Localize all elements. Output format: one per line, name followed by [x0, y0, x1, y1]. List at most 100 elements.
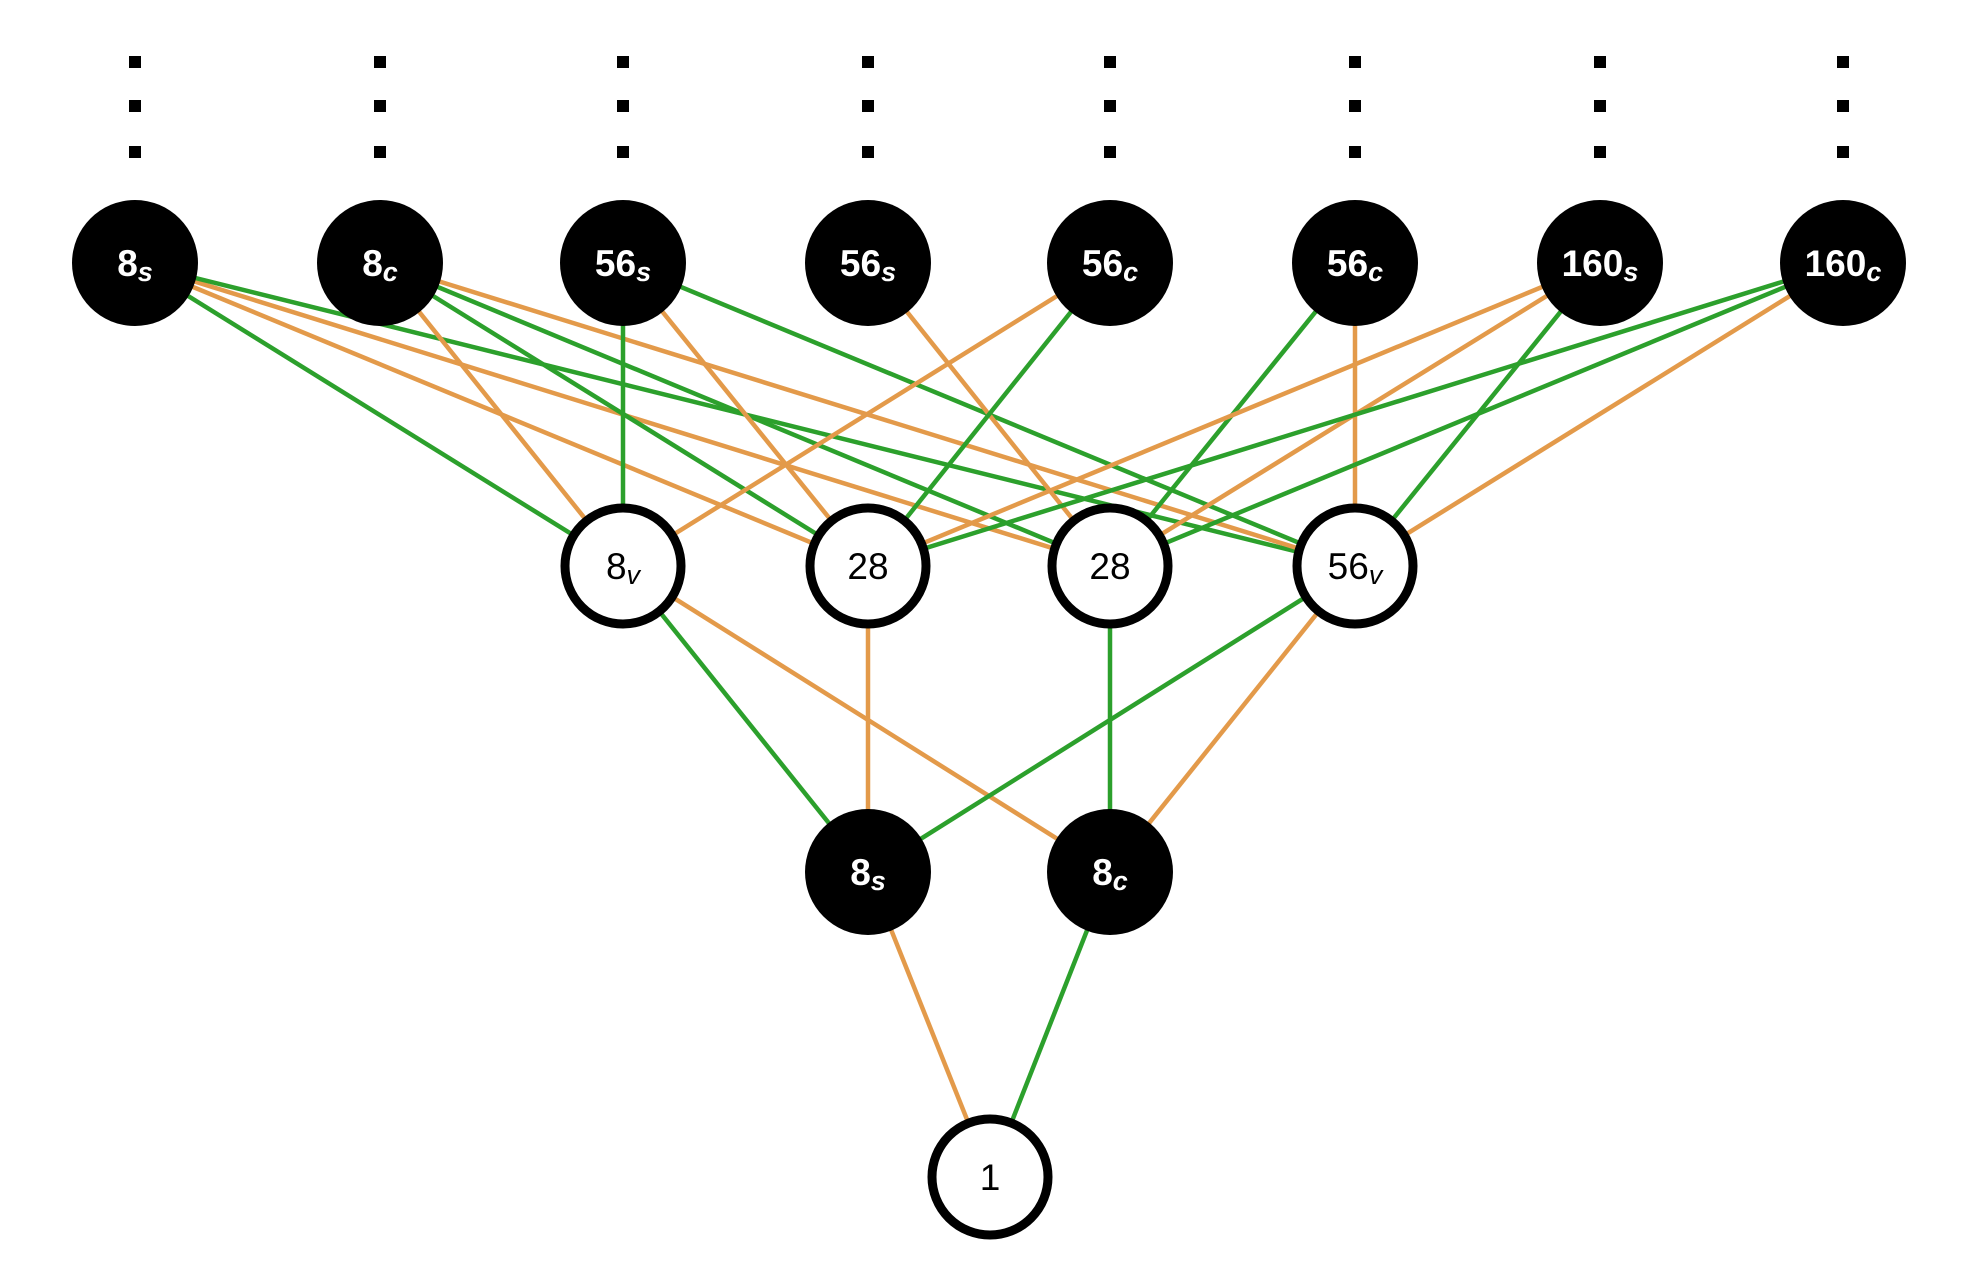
dot [1837, 56, 1849, 68]
node-b1: 1 [927, 1114, 1053, 1240]
node-subscript: s [881, 257, 896, 287]
node-value: 8 [1092, 852, 1113, 893]
dot [862, 146, 874, 158]
node-circle [1537, 200, 1663, 326]
continuation-dots-t7 [1594, 56, 1606, 158]
node-t1: 8s [72, 200, 198, 326]
node-label: 160c [1805, 243, 1882, 288]
node-m3: 28 [1047, 503, 1173, 629]
dot [374, 56, 386, 68]
node-value: 56 [1082, 243, 1123, 284]
edge-t8-m2-green [867, 260, 1844, 569]
node-circle [805, 809, 931, 935]
node-value: 56 [1328, 546, 1369, 587]
node-value: 56 [595, 243, 636, 284]
dot [374, 146, 386, 158]
node-subscript: c [1123, 257, 1138, 287]
node-circle [1292, 200, 1418, 326]
node-label: 28 [847, 546, 888, 587]
node-m1: 8v [560, 503, 686, 629]
node-subscript: v [627, 560, 642, 590]
node-label: 8s [117, 243, 153, 288]
node-circle [1047, 200, 1173, 326]
node-value: 160 [1562, 243, 1624, 284]
node-value: 160 [1805, 243, 1867, 284]
node-subscript: s [138, 257, 153, 287]
node-value: 8 [606, 546, 627, 587]
continuation-dots-t3 [617, 56, 629, 158]
edge-t5-m2-green [866, 261, 1112, 568]
dot [374, 100, 386, 112]
node-m2: 28 [805, 503, 931, 629]
node-circle [560, 200, 686, 326]
node-subscript: c [1866, 257, 1881, 287]
node-t5: 56c [1047, 200, 1173, 326]
node-value: 56 [840, 243, 881, 284]
node-subscript: s [636, 257, 651, 287]
dot [1104, 146, 1116, 158]
dot [862, 56, 874, 68]
node-label: 56c [1327, 243, 1383, 288]
node-subscript: c [383, 257, 398, 287]
node-circle [805, 503, 931, 629]
continuation-dots-t6 [1349, 56, 1361, 158]
node-circle [805, 200, 931, 326]
node-label: 56v [1328, 546, 1384, 591]
node-t6: 56c [1292, 200, 1418, 326]
node-t7: 160s [1537, 200, 1663, 326]
node-subscript: s [1623, 257, 1638, 287]
node-circle [1292, 503, 1418, 629]
dot [1349, 146, 1361, 158]
node-circle [317, 200, 443, 326]
node-circle [927, 1114, 1053, 1240]
dot [129, 146, 141, 158]
node-t8: 160c [1780, 200, 1906, 326]
dot [129, 100, 141, 112]
node-value: 56 [1327, 243, 1368, 284]
node-label: 8c [1092, 852, 1128, 897]
node-label: 56s [595, 243, 651, 288]
dot [1594, 56, 1606, 68]
node-t2: 8c [317, 200, 443, 326]
node-t3: 56s [560, 200, 686, 326]
node-subscript: v [1369, 560, 1384, 590]
continuation-dots-t1 [129, 56, 141, 158]
dot [1594, 100, 1606, 112]
node-label: 56s [840, 243, 896, 288]
node-value: 8 [117, 243, 138, 284]
node-circle [560, 503, 686, 629]
node-label: 8c [362, 243, 398, 288]
dot [129, 56, 141, 68]
node-value: 28 [1089, 546, 1130, 587]
edge-t8-m4-orange [1353, 261, 1845, 568]
dot [617, 56, 629, 68]
node-subscript: c [1368, 257, 1383, 287]
node-label: 8s [850, 852, 886, 897]
dot [1837, 100, 1849, 112]
node-circle [1780, 200, 1906, 326]
node-label: 8v [606, 546, 642, 591]
dot [1104, 56, 1116, 68]
node-circle [1047, 809, 1173, 935]
dot [1104, 100, 1116, 112]
continuation-dots-t5 [1104, 56, 1116, 158]
edges-layer [133, 260, 1845, 1178]
edge-t3-m2-orange [621, 261, 870, 568]
edge-t7-m2-orange [867, 260, 1601, 569]
node-subscript: s [871, 866, 886, 896]
dot [617, 100, 629, 112]
node-l2: 8c [1047, 809, 1173, 935]
dot [1349, 56, 1361, 68]
edge-m4-l1-green [866, 564, 1357, 874]
continuation-dots-layer [129, 56, 1849, 158]
continuation-dots-t2 [374, 56, 386, 158]
node-value: 1 [980, 1157, 1001, 1198]
node-subscript: c [1113, 866, 1128, 896]
node-label: 56c [1082, 243, 1138, 288]
continuation-dots-t4 [862, 56, 874, 158]
dot [1594, 146, 1606, 158]
edge-m1-l1-green [621, 564, 870, 874]
node-label: 28 [1089, 546, 1130, 587]
